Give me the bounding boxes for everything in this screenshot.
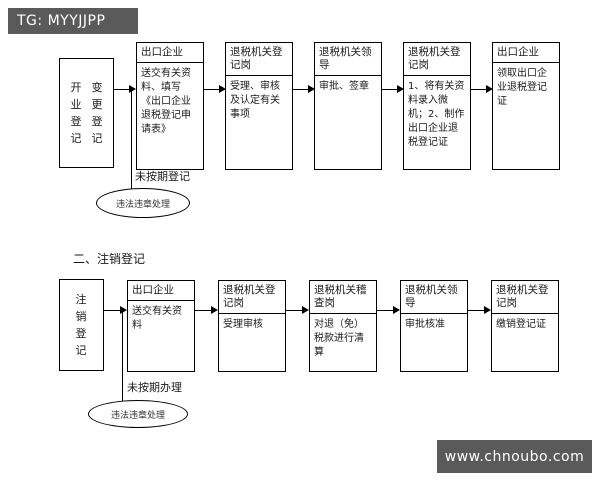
arrowhead-s1-1 [129,85,136,93]
flow-start-node-section1: 开 业 登 记 变 更 登 记 [59,58,114,168]
arrowhead-s2-5 [484,306,491,314]
connector-s2-2-to-3 [286,310,304,311]
flow-node-s1-1: 出口企业 送交有关资料、填写《出口企业退税登记申请表》 [136,42,204,170]
start2-c2: 销 [75,310,88,323]
arrowhead-s2-4 [393,306,400,314]
start-node-vertical-text-section2: 注 销 登 记 [60,291,103,359]
flow-node-s1-3-header: 退税机关领导 [315,43,381,76]
flow-start-node-section2: 注 销 登 记 [59,279,104,371]
branch-terminal-s2: 违法违章处理 [88,400,188,428]
start2-c3: 登 [75,327,88,340]
flow-node-s1-5-header: 出口企业 [493,43,559,63]
arrowhead-s1-3 [308,85,315,93]
arrowhead-s2-1 [120,306,127,314]
flow-node-s2-4-body: 审批核准 [405,319,445,330]
start-col1-c4: 记 [70,132,82,145]
flow-node-s2-2: 退税机关登记岗 受理审核 [218,280,286,372]
flow-node-s1-2: 退税机关登记岗 受理、审核及认定有关事项 [225,42,293,170]
flow-node-s2-1: 出口企业 送交有关资料 [127,280,195,372]
flow-node-s2-4-header: 退税机关领导 [401,281,467,314]
flow-node-s1-2-body: 受理、审核及认定有关事项 [230,81,280,120]
flow-node-s2-5-body: 缴销登记证 [496,319,546,330]
connector-s2-4-to-5 [468,310,486,311]
flow-node-s1-1-body: 送交有关资料、填写《出口企业退税登记申请表》 [141,68,191,135]
tag-watermark-badge: TG: MYYJJPP [8,8,138,34]
connector-s1-2-to-3 [293,89,310,90]
flow-node-s2-1-body: 送交有关资料 [132,306,182,331]
flow-node-s2-1-header: 出口企业 [128,281,194,301]
arrowhead-s1-5 [486,85,493,93]
connector-s1-3-to-4 [382,89,399,90]
flow-node-s1-4: 退税机关登记岗 1、将有关资料录入微机；2、制作出口企业退税登记证 [403,42,471,170]
connector-s1-1-to-2 [204,89,221,90]
start-col2-c2: 更 [91,98,103,111]
flow-node-s1-3-body: 审批、签章 [319,81,369,92]
flow-node-s1-5: 出口企业 领取出口企业退税登记证 [492,42,560,170]
start-col1-c3: 登 [70,115,82,128]
flow-node-s1-5-body: 领取出口企业退税登记证 [497,68,547,107]
flow-node-s1-2-header: 退税机关登记岗 [226,43,292,76]
start-col1-c2: 业 [70,98,82,111]
flow-node-s2-5-header: 退税机关登记岗 [492,281,558,314]
flow-node-s2-5: 退税机关登记岗 缴销登记证 [491,280,559,372]
branch-label-s2: 未按期办理 [127,381,182,394]
start-node-col1-section1: 开 业 登 记 [71,79,82,147]
start-node-vertical-text-section1: 开 业 登 记 变 更 登 记 [60,79,113,147]
connector-s2-start-to-1 [104,310,122,311]
arrowhead-s1-4 [397,85,404,93]
flow-node-s2-3: 退税机关稽查岗 对退（免）税款进行清算 [309,280,377,372]
start-col2-c4: 记 [91,132,103,145]
start-col2-c3: 登 [91,115,103,128]
start2-c4: 记 [75,344,88,357]
flow-node-s1-4-header: 退税机关登记岗 [404,43,470,76]
branch-label-s1: 未按期登记 [135,170,190,183]
flow-node-s2-4: 退税机关领导 审批核准 [400,280,468,372]
flow-node-s1-4-body: 1、将有关资料录入微机；2、制作出口企业退税登记证 [408,81,465,148]
connector-s1-start-to-1 [114,89,131,90]
branch-terminal-s1: 违法违章处理 [96,188,190,218]
connector-s2-1-to-2 [195,310,213,311]
start-node-col2-section1: 变 更 登 记 [92,79,103,147]
connector-s2-3-to-4 [377,310,395,311]
start-col2-c1: 变 [91,81,103,94]
flow-node-s1-3: 退税机关领导 审批、签章 [314,42,382,170]
flow-node-s1-1-header: 出口企业 [137,43,203,63]
branch-vline-s2 [122,310,123,413]
arrowhead-s2-3 [302,306,309,314]
flow-node-s2-2-header: 退税机关登记岗 [219,281,285,314]
site-watermark-badge: www.chnoubo.com [437,440,592,473]
start2-c1: 注 [75,293,88,306]
arrowhead-s2-2 [211,306,218,314]
start-col1-c1: 开 [70,81,82,94]
connector-s1-4-to-5 [471,89,488,90]
section-title-2: 二、注销登记 [73,252,146,266]
arrowhead-s1-2 [219,85,226,93]
flow-node-s2-3-header: 退税机关稽查岗 [310,281,376,314]
flow-node-s2-2-body: 受理审核 [223,319,263,330]
branch-vline-s1 [131,89,132,202]
flow-node-s2-3-body: 对退（免）税款进行清算 [314,319,364,358]
